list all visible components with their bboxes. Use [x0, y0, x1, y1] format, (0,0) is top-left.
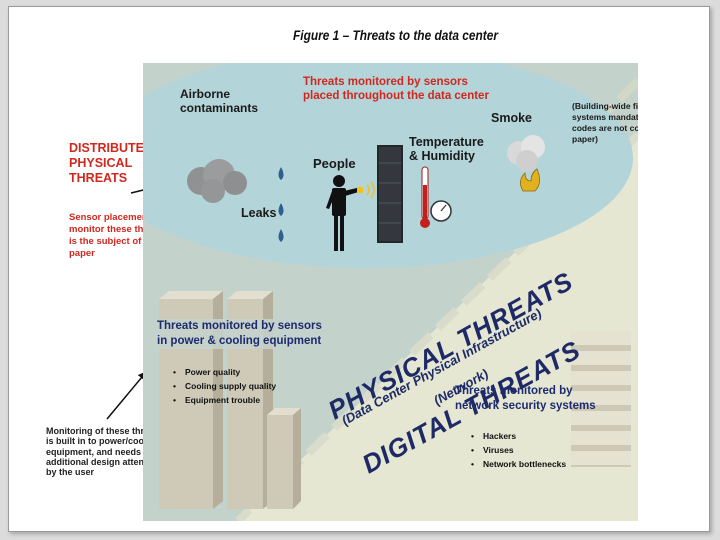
note-line: Sensor placement to [69, 212, 163, 223]
access-signal-icon [357, 181, 375, 199]
list-item: Viruses [469, 443, 566, 457]
note-line: is built in to power/cooling [46, 436, 160, 447]
note-line: is the subject of this [69, 236, 161, 247]
server-rack-icon [377, 145, 403, 243]
fire-icon [520, 168, 540, 192]
note-line: equipment, and needs no [46, 446, 155, 457]
note-line: paper) [572, 134, 598, 144]
list-item: Cooling supply quality [171, 379, 276, 393]
person-icon [326, 175, 362, 251]
heading-line: DISTRIBUTED [69, 141, 154, 155]
smoke-label: Smoke [491, 111, 532, 125]
heading-line: placed throughout the data center [303, 90, 489, 102]
power-cooling-heading: Threats monitored by sensors in power & … [157, 319, 322, 349]
power-cooling-list: Power quality Cooling supply quality Equ… [171, 365, 276, 407]
thermometer-icon [420, 166, 430, 228]
heading-line: Threats monitored by [455, 385, 573, 397]
heading-line: in power & cooling equipment [157, 335, 322, 347]
heading-line: network security systems [455, 400, 596, 412]
list-item: Power quality [171, 365, 276, 379]
list-item: Hackers [469, 429, 566, 443]
note-line: Monitoring of these threats [46, 426, 163, 436]
builtin-monitoring-note: Monitoring of these threats is built in … [46, 426, 162, 478]
note-line: monitor these threats [69, 224, 167, 235]
list-item: Equipment trouble [171, 393, 276, 407]
network-server-stack [571, 331, 631, 467]
network-threat-list: Hackers Viruses Network bottlenecks [469, 429, 566, 471]
sensor-threats-heading: Threats monitored by sensors placed thro… [303, 75, 489, 103]
label-line: Airborne [180, 87, 231, 101]
airborne-dust-icon [187, 159, 247, 203]
heading-line: PHYSICAL [69, 156, 133, 170]
sensor-placement-note: Sensor placement to monitor these threat… [69, 212, 166, 260]
temperature-humidity-label: Temperature & Humidity [409, 135, 484, 163]
water-drop-icon [278, 167, 284, 242]
heading-line: Threats monitored by sensors [157, 320, 322, 332]
smoke-cloud-icon [507, 135, 545, 172]
network-security-heading: Threats monitored by network security sy… [455, 384, 596, 414]
note-line: systems mandated by building [572, 112, 638, 122]
people-label: People [313, 156, 356, 171]
label-line: & Humidity [409, 149, 475, 163]
list-item: Network bottlenecks [469, 457, 566, 471]
distributed-physical-threats-heading: DISTRIBUTED PHYSICAL THREATS [69, 141, 153, 186]
airborne-contaminants-label: Airborne contaminants [180, 87, 258, 115]
note-line: additional design attention [46, 457, 161, 468]
figure-title: Figure 1 – Threats to the data center [293, 27, 498, 43]
slide: Figure 1 – Threats to the data center DI… [8, 6, 710, 532]
threats-figure: Airborne contaminants Threats monitored … [143, 63, 638, 521]
label-line: contaminants [180, 101, 259, 115]
heading-line: THREATS [69, 171, 128, 185]
gauge-icon [430, 200, 452, 222]
heading-line: Threats monitored by sensors [303, 76, 468, 88]
arrow-to-power-cooling [106, 370, 148, 420]
note-line: (Building-wide fire suppression [572, 101, 638, 111]
note-line: by the user [46, 467, 95, 478]
note-line: paper [69, 248, 95, 259]
label-line: Temperature [409, 135, 484, 149]
note-line: codes are not covered in this [572, 123, 638, 133]
fire-suppression-note: (Building-wide fire suppression systems … [572, 101, 638, 145]
leaks-label: Leaks [241, 206, 277, 220]
